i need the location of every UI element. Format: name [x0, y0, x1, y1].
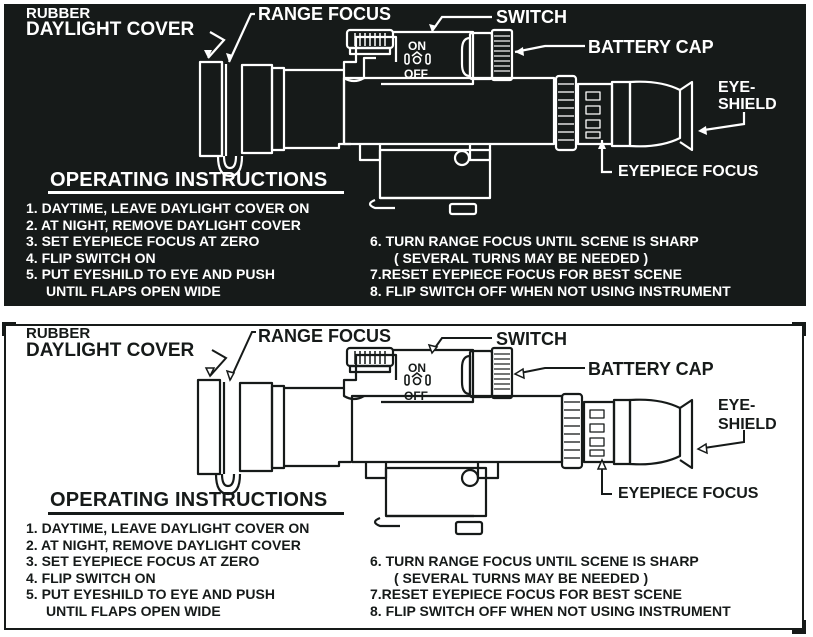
- switch-off-label: OFF: [404, 67, 428, 81]
- instruction-step: 3. SET EYEPIECE FOCUS AT ZERO: [26, 233, 260, 249]
- instructions-right-column: 6. TURN RANGE FOCUS UNTIL SCENE IS SHARP…: [370, 233, 731, 299]
- eyeshield-shape: [628, 80, 682, 148]
- instruction-step: 7.RESET EYEPIECE FOCUS FOR BEST SCENE: [370, 586, 682, 602]
- switch-on-label: ON: [408, 361, 426, 375]
- daylight-cover-label: DAYLIGHT COVER: [26, 340, 195, 361]
- arrowhead-icon: [427, 343, 439, 355]
- cover-strap: [216, 155, 244, 178]
- arrowhead-icon: [515, 47, 524, 56]
- instruction-step: 5. PUT EYESHILD TO EYE AND PUSH: [26, 266, 275, 282]
- instruction-step-note: ( SEVERAL TURNS MAY BE NEEDED ): [394, 569, 649, 586]
- instruction-step: 1. DAYTIME, LEAVE DAYLIGHT COVER ON: [26, 520, 310, 536]
- daylight-cover-leader: [207, 31, 226, 59]
- frame-corner: [792, 322, 806, 336]
- range-focus-label: RANGE FOCUS: [258, 4, 392, 24]
- daylight-cover-label: DAYLIGHT COVER: [26, 19, 195, 40]
- instruction-step: 4. FLIP SWITCH ON: [26, 249, 156, 266]
- arrowhead-icon: [598, 140, 606, 149]
- arrowhead-icon: [225, 369, 236, 382]
- switch-leader: [431, 15, 492, 32]
- shield-label: SHIELD: [718, 416, 777, 433]
- switch-label: SWITCH: [496, 7, 567, 27]
- main-tube: [342, 76, 556, 146]
- switch-on-label: ON: [408, 39, 426, 53]
- arrowhead-icon: [698, 126, 707, 135]
- shield-label: SHIELD: [718, 96, 777, 113]
- frame-corner: [792, 620, 806, 634]
- light-plate-frame: [4, 324, 804, 630]
- instructions-title: OPERATING INSTRUCTIONS: [50, 489, 328, 511]
- instruction-step: 8. FLIP SWITCH OFF WHEN NOT USING INSTRU…: [370, 282, 731, 299]
- toggle-switch-icon: [404, 50, 431, 65]
- arrowhead-icon: [696, 442, 708, 455]
- battery-cap-label: BATTERY CAP: [588, 359, 714, 379]
- daylight-cover-shape: [198, 60, 224, 158]
- mount-base: [378, 148, 492, 200]
- battery-cap-leader: [514, 44, 585, 54]
- eye-label: EYE-: [718, 397, 756, 414]
- range-focus-label: RANGE FOCUS: [258, 326, 392, 346]
- range-focus-leader: [228, 12, 255, 63]
- instruction-step: 4. FLIP SWITCH ON: [26, 569, 156, 586]
- instruction-step: 6. TURN RANGE FOCUS UNTIL SCENE IS SHARP: [370, 233, 699, 249]
- instruction-step: 1. DAYTIME, LEAVE DAYLIGHT COVER ON: [26, 200, 310, 216]
- eyepiece-focus-label: EYEPIECE FOCUS: [618, 163, 759, 180]
- instructions-left-column: 1. DAYTIME, LEAVE DAYLIGHT COVER ON 2. A…: [26, 200, 309, 299]
- switch-label: SWITCH: [496, 329, 567, 349]
- instruction-step: 3. SET EYEPIECE FOCUS AT ZERO: [26, 553, 260, 569]
- instruction-step-continued: UNTIL FLAPS OPEN WIDE: [46, 282, 221, 299]
- arrowhead-icon: [204, 367, 216, 378]
- instruction-step: 5. PUT EYESHILD TO EYE AND PUSH: [26, 586, 275, 602]
- dark-instruction-plate: RUBBER DAYLIGHT COVER RANGE FOCUS SWITCH…: [0, 0, 813, 310]
- instruction-step: 8. FLIP SWITCH OFF WHEN NOT USING INSTRU…: [370, 602, 731, 619]
- arrowhead-icon: [596, 458, 608, 470]
- instruction-step: 2. AT NIGHT, REMOVE DAYLIGHT COVER: [26, 216, 301, 233]
- arrowhead-icon: [226, 53, 233, 62]
- toggle-switch-icon: [404, 371, 431, 386]
- instructions-right-column: 6. TURN RANGE FOCUS UNTIL SCENE IS SHARP…: [370, 553, 731, 619]
- instructions-left-column: 1. DAYTIME, LEAVE DAYLIGHT COVER ON 2. A…: [26, 520, 309, 619]
- instruction-step: 6. TURN RANGE FOCUS UNTIL SCENE IS SHARP: [370, 553, 699, 569]
- arrowhead-icon: [513, 367, 525, 380]
- title-underline: [48, 191, 344, 194]
- instruction-step: 2. AT NIGHT, REMOVE DAYLIGHT COVER: [26, 536, 301, 553]
- rubber-label: RUBBER: [26, 325, 91, 342]
- frame-corner: [2, 322, 16, 336]
- rubber-label: RUBBER: [26, 5, 91, 22]
- night-scope-diagram-dark: [198, 12, 746, 216]
- night-scope-diagram-light: [196, 331, 745, 536]
- instruction-step: 7.RESET EYEPIECE FOCUS FOR BEST SCENE: [370, 266, 682, 282]
- eyeshield-leader: [703, 112, 746, 132]
- eye-label: EYE-: [718, 79, 756, 96]
- instruction-step-note: ( SEVERAL TURNS MAY BE NEEDED ): [394, 249, 649, 266]
- eyepiece-focus-label: EYEPIECE FOCUS: [618, 485, 759, 502]
- eyepiece-focus-leader: [600, 140, 612, 174]
- light-instruction-plate: RUBBER DAYLIGHT COVER RANGE FOCUS SWITCH…: [0, 318, 813, 637]
- arrowhead-icon: [429, 24, 437, 32]
- switch-off-label: OFF: [404, 389, 428, 403]
- eyepiece-ring: [554, 74, 578, 152]
- battery-cap-label: BATTERY CAP: [588, 37, 714, 57]
- instructions-title: OPERATING INSTRUCTIONS: [50, 169, 328, 191]
- arrowhead-icon: [204, 50, 212, 58]
- instruction-step-continued: UNTIL FLAPS OPEN WIDE: [46, 602, 221, 619]
- title-underline: [48, 512, 344, 515]
